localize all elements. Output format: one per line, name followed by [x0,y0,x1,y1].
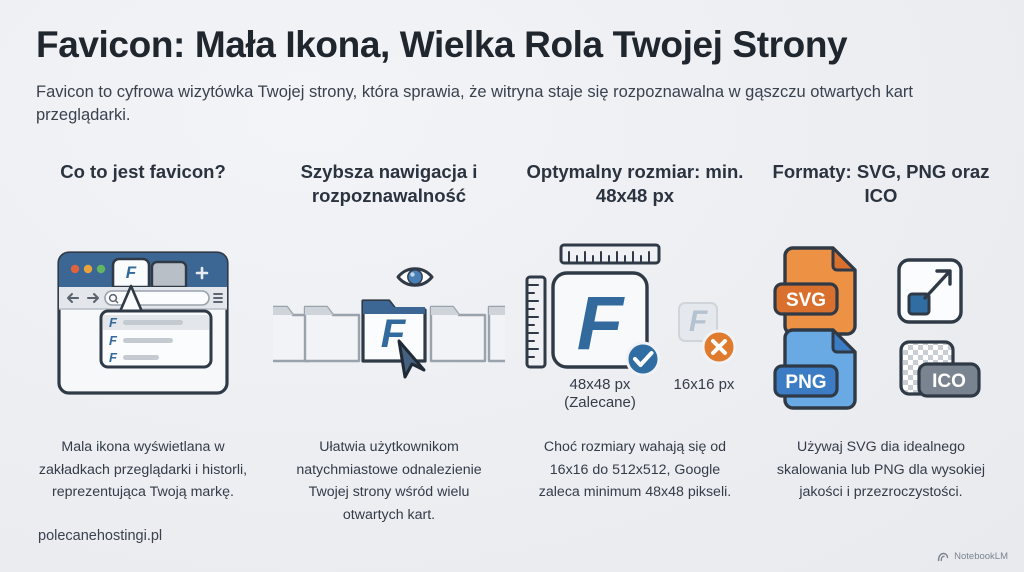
svg-text:F: F [109,315,118,330]
columns-container: Co to jest favicon? F [20,156,1004,527]
png-label: PNG [785,372,826,393]
column-heading: Formaty: SVG, PNG oraz ICO [772,161,990,206]
eye-icon [396,267,434,287]
bad-size-label: 16x16 px [674,376,735,393]
column-faster-navigation: Szybsza nawigacja i rozpoznawalność [266,156,512,527]
page-subtitle: Favicon to cyfrowa wizytówka Twojej stro… [36,82,913,125]
browser-window-illustration: F [20,210,266,440]
column-heading: Co to jest favicon? [60,161,226,182]
svg-text:F: F [689,305,708,338]
column-formats: Formaty: SVG, PNG oraz ICO SVG [758,156,1004,527]
tabs-row-illustration: F [266,210,512,440]
notebooklm-watermark: NotebookLM [937,551,1008,562]
header: Favicon: Mała Ikona, Wielka Rola Twojej … [36,24,986,128]
good-size-note: (Zalecane) [564,394,636,411]
svg-file-icon: SVG [773,246,857,336]
ico-file-icon: ICO [899,340,981,398]
cursor-icon [397,339,426,379]
column-body: Ułatwia użytkownikom natychmiastowe odna… [296,439,482,524]
ico-label: ICO [932,371,966,392]
column-body: Używaj SVG dia idealnego skalowania lub … [776,439,986,501]
svg-text:F: F [577,281,626,366]
size-comparison-illustration: F F 48x48 px [512,210,758,440]
page-title: Favicon: Mała Ikona, Wielka Rola Twojej … [36,24,848,65]
watermark-label: NotebookLM [954,551,1008,562]
notebooklm-logo-icon [937,552,949,562]
svg-text:F: F [109,333,118,348]
column-body: Mala ikona wyświetlana w zakładkach prze… [38,439,248,501]
column-heading: Szybsza nawigacja i rozpoznawalność [300,161,478,206]
png-file-icon: PNG [773,328,857,410]
column-what-is-favicon: Co to jest favicon? F [20,156,266,527]
scalability-icon [897,258,963,324]
file-formats-illustration: SVG PNG [758,210,1004,440]
column-optimal-size: Optymalny rozmiar: min. 48x48 px [512,156,758,527]
svg-text:F: F [126,263,137,282]
svg-text:F: F [109,350,118,365]
good-size-label: 48x48 px [570,376,631,393]
footer-site-name: polecanehostingi.pl [38,528,163,544]
column-body: Choć rozmiary wahają się od 16x16 do 512… [538,439,732,501]
svg-label: SVG [786,290,826,311]
column-heading: Optymalny rozmiar: min. 48x48 px [526,161,744,206]
